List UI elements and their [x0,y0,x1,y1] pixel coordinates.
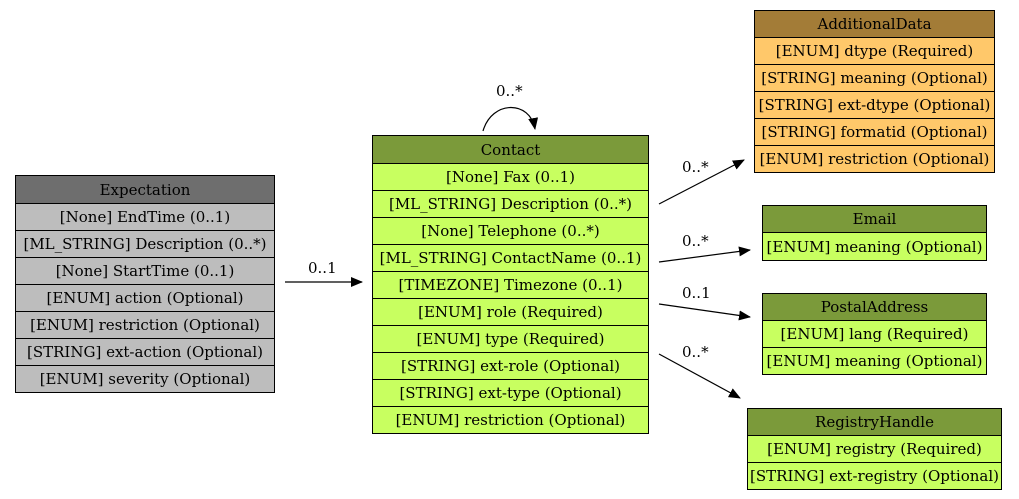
edge-contact-additional-data [658,159,745,205]
node-row: [ENUM] registry (Required) [748,436,1001,463]
node-expectation: Expectation [None] EndTime (0..1) [ML_ST… [15,175,275,393]
node-row: [STRING] ext-action (Optional) [16,339,274,366]
node-additional-data: AdditionalData [ENUM] dtype (Required) [… [754,10,995,173]
node-row: [None] StartTime (0..1) [16,258,274,285]
edge-contact-registry-handle [658,353,741,399]
node-registry-handle: RegistryHandle [ENUM] registry (Required… [747,408,1002,490]
node-row: [STRING] ext-registry (Optional) [748,463,1001,489]
node-row: [ENUM] action (Optional) [16,285,274,312]
node-row: [ENUM] meaning (Optional) [763,233,986,260]
node-row: [ENUM] dtype (Required) [755,38,994,65]
node-row: [STRING] ext-type (Optional) [373,380,648,407]
node-row: [None] Fax (0..1) [373,164,648,191]
node-title: RegistryHandle [748,409,1001,436]
node-row: [ENUM] restriction (Optional) [16,312,274,339]
node-row: [ENUM] restriction (Optional) [755,146,994,172]
node-row: [STRING] ext-dtype (Optional) [755,92,994,119]
node-row: [ENUM] restriction (Optional) [373,407,648,433]
node-row: [ENUM] meaning (Optional) [763,348,986,374]
edge-label-contact-additional-data: 0..* [682,158,709,176]
node-row: [ENUM] lang (Required) [763,321,986,348]
node-email: Email [ENUM] meaning (Optional) [762,205,987,261]
node-title: Expectation [16,176,274,204]
edge-contact-self [482,106,539,132]
node-row: [ML_STRING] ContactName (0..1) [373,245,648,272]
node-title: Email [763,206,986,233]
edge-label-contact-self: 0..* [496,82,523,100]
edge-label-contact-registry-handle: 0..* [682,343,709,361]
node-title: PostalAddress [763,294,986,321]
node-contact: Contact [None] Fax (0..1) [ML_STRING] De… [372,135,649,434]
node-row: [ENUM] type (Required) [373,326,648,353]
edge-label-contact-email: 0..* [682,232,709,250]
edge-contact-postal-address [658,303,751,321]
edge-label-expectation-contact: 0..1 [308,259,337,277]
node-row: [STRING] meaning (Optional) [755,65,994,92]
node-title: AdditionalData [755,11,994,38]
node-title: Contact [373,136,648,164]
node-row: [STRING] ext-role (Optional) [373,353,648,380]
node-row: [TIMEZONE] Timezone (0..1) [373,272,648,299]
node-row: [None] Telephone (0..*) [373,218,648,245]
node-row: [ML_STRING] Description (0..*) [16,231,274,258]
edge-contact-email [658,246,751,263]
edge-label-contact-postal-address: 0..1 [682,284,711,302]
node-row: [ML_STRING] Description (0..*) [373,191,648,218]
node-row: [ENUM] role (Required) [373,299,648,326]
node-row: [ENUM] severity (Optional) [16,366,274,392]
node-row: [None] EndTime (0..1) [16,204,274,231]
node-row: [STRING] formatid (Optional) [755,119,994,146]
node-postal-address: PostalAddress [ENUM] lang (Required) [EN… [762,293,987,375]
